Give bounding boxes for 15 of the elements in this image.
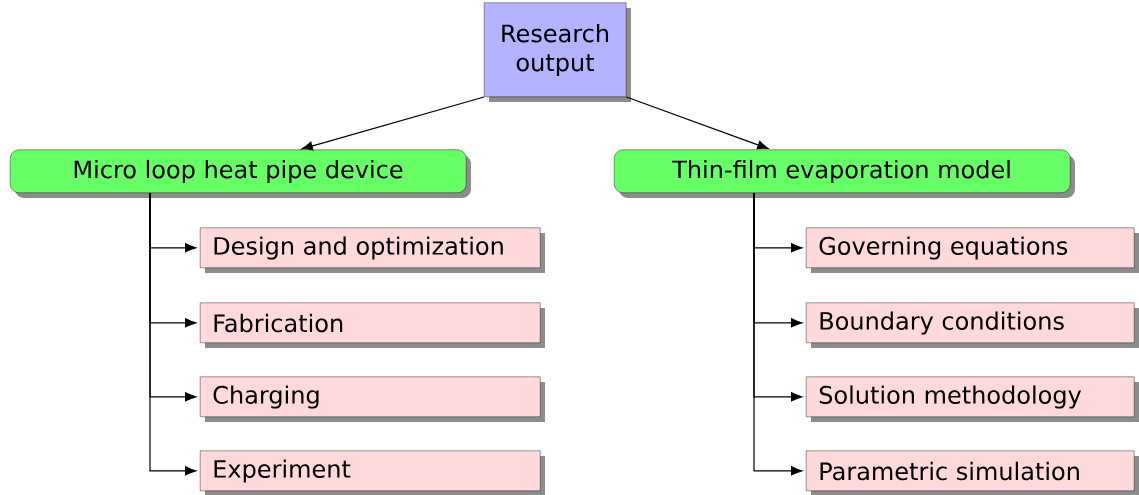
leaf-box: Solution methodology: [806, 376, 1139, 422]
leaf-box: Fabrication: [200, 302, 545, 348]
leaf-box: Governing equations: [806, 227, 1139, 273]
arrow: [149, 192, 197, 476]
leaf-box: Experiment: [200, 450, 545, 495]
arrow: [753, 192, 803, 476]
leaf-box: Design and optimization: [200, 227, 545, 273]
rounded-box: Micro loop heat pipe device: [10, 149, 471, 198]
leaf-box: Boundary conditions: [806, 302, 1139, 348]
leaf-box: Parametric simulation: [806, 450, 1139, 495]
arrow: [625, 96, 769, 150]
arrow: [301, 96, 485, 151]
rounded-box: Thin-film evaporation model: [614, 149, 1075, 198]
leaf-box: Charging: [200, 376, 545, 422]
process-box: Research output: [484, 2, 631, 102]
